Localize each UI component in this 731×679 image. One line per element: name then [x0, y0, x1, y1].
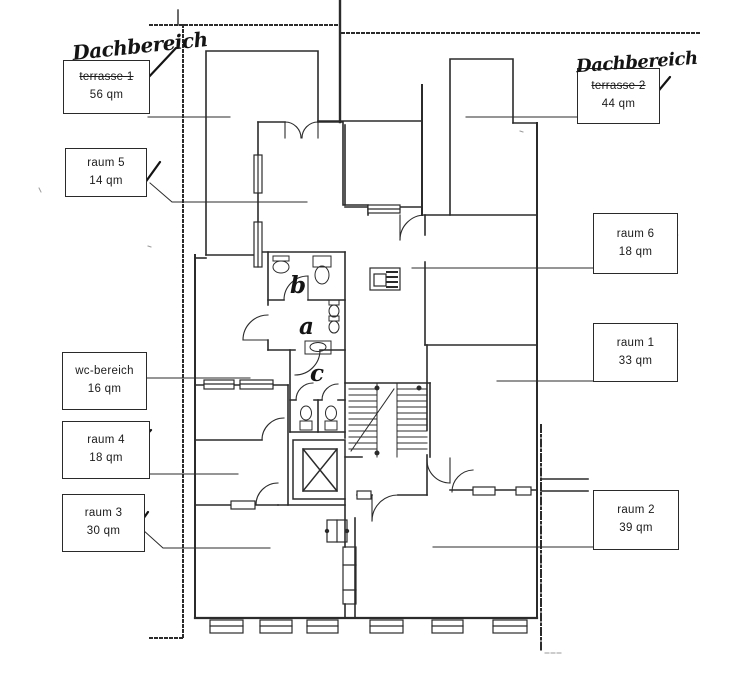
window: [239, 379, 274, 390]
label-raum-2: raum 2 39 qm: [593, 490, 679, 550]
room-area: 14 qm: [89, 174, 123, 187]
door-arc: [426, 457, 451, 484]
stairs: [348, 382, 428, 458]
label-raum-5: raum 5 14 qm: [65, 148, 147, 197]
window-sill: [306, 619, 339, 634]
door-arc: [399, 214, 426, 241]
door-threshold: [515, 486, 532, 496]
room-area: 56 qm: [89, 89, 124, 101]
letter-c: c: [310, 360, 325, 387]
door-arc: [255, 482, 279, 506]
room-area: 18 qm: [89, 452, 123, 464]
room-name: raum 6: [616, 227, 655, 240]
window: [203, 379, 235, 390]
scan-specks: [38, 130, 562, 654]
room-name: raum 4: [87, 434, 125, 447]
elevator: [292, 439, 346, 500]
room-area: 30 qm: [86, 525, 121, 537]
door-arc: [371, 494, 399, 522]
wc-fixtures: [272, 255, 340, 431]
door-arc: [261, 417, 285, 441]
window-sill: [209, 619, 244, 634]
label-wc-bereich: wc-bereich 16 qm: [62, 352, 147, 410]
double-door: [284, 121, 319, 139]
chimney: [324, 519, 357, 605]
door-arc: [242, 314, 269, 341]
room-name: terrasse 1: [79, 71, 134, 84]
door-arc: [451, 469, 474, 493]
room-area: 16 qm: [87, 383, 122, 395]
letter-a: a: [299, 313, 314, 340]
door-arcs: [242, 121, 474, 522]
door-arc: [321, 383, 339, 401]
room-name: terrasse 2: [591, 80, 646, 93]
label-raum-4: raum 4 18 qm: [62, 421, 150, 479]
leader-lines: [142, 116, 594, 549]
skylight-hatch: [369, 267, 401, 291]
room-area: 18 qm: [618, 245, 653, 258]
letter-b: b: [290, 272, 307, 299]
label-raum-6: raum 6 18 qm: [593, 213, 678, 274]
label-raum-1: raum 1 33 qm: [593, 323, 678, 382]
property-boundary-dotted: [149, 9, 701, 651]
windows: [203, 154, 532, 634]
room-name: raum 3: [84, 507, 123, 520]
window: [253, 221, 263, 268]
door-threshold: [472, 486, 496, 496]
room-area: 39 qm: [619, 522, 653, 534]
room-name: raum 2: [617, 504, 655, 517]
window-sill: [431, 619, 464, 634]
door-arc: [295, 382, 314, 401]
door-arc: [283, 275, 309, 301]
room-name: raum 5: [87, 156, 125, 169]
walls: [193, 0, 589, 620]
label-terrasse-1: terrasse 1 56 qm: [63, 60, 150, 114]
label-raum-3: raum 3 30 qm: [62, 494, 145, 552]
room-area: 44 qm: [601, 98, 636, 110]
room-name: raum 1: [616, 336, 655, 349]
window-sill: [492, 619, 528, 634]
label-terrasse-2: terrasse 2 44 qm: [577, 68, 660, 124]
window: [253, 154, 263, 194]
room-name: wc-bereich: [75, 365, 134, 378]
window: [367, 204, 401, 214]
room-area: 33 qm: [618, 354, 653, 367]
window-sill: [369, 619, 404, 634]
door-threshold: [230, 500, 256, 510]
window-sill: [259, 619, 293, 634]
door-threshold: [356, 490, 372, 500]
